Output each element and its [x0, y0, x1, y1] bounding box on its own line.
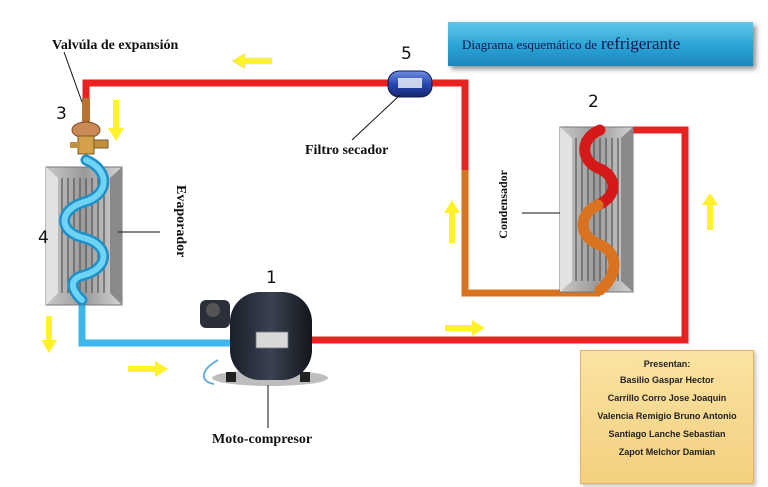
- credit-name: Basilio Gaspar Hector: [619, 375, 715, 385]
- arrow-evap-down: [41, 316, 57, 353]
- condenser-coil-hot: [579, 124, 619, 211]
- number-evaporator: 4: [38, 228, 49, 248]
- credit-name: Valencia Remigio Bruno Antonio: [597, 411, 737, 421]
- number-filter: 5: [401, 44, 412, 64]
- credit-name: Carrillo Corro Jose Joaquin: [607, 393, 727, 403]
- arrow-right-up: [702, 193, 718, 230]
- arrow-condenser-up: [444, 200, 460, 243]
- condenser-label: Condensador: [496, 170, 510, 239]
- condenser: [559, 124, 634, 296]
- arrow-top-left: [231, 52, 273, 70]
- credit-name: Santiago Lanche Sebastian: [608, 429, 726, 439]
- expansion-valve: [70, 98, 109, 155]
- arrow-valve-down: [108, 100, 124, 141]
- evaporator-label: Evaporador: [173, 185, 188, 258]
- filter-callout: [351, 94, 401, 141]
- evaporator: [45, 154, 123, 306]
- arrow-bottom-left: [128, 361, 168, 377]
- valve-callout: [63, 51, 83, 103]
- pipes: [78, 79, 689, 347]
- warm-pipe-down: [461, 170, 600, 297]
- compressor-label: Moto-compresor: [212, 432, 313, 447]
- filter-drier: [387, 70, 433, 98]
- compressor: [200, 292, 328, 386]
- hot-pipe-filter-out: [430, 79, 469, 170]
- filter-label: Filtro secador: [305, 143, 389, 158]
- credit-name: Zapot Melchor Damian: [618, 447, 716, 457]
- page-title: Diagrama esquemático de refrigerante: [462, 34, 680, 54]
- credits-panel: Presentan: Basilio Gaspar Hector Carrill…: [580, 350, 754, 484]
- cold-pipe: [78, 300, 232, 347]
- callout-lines: [63, 51, 560, 428]
- condenser-coil-warm: [577, 199, 620, 296]
- flow-arrows: [41, 52, 718, 377]
- title-part2: refrigerante: [601, 34, 681, 53]
- number-compressor: 1: [266, 268, 277, 288]
- title-part1: Diagrama esquemático de: [462, 37, 597, 52]
- valve-label: Valvúla de expansión: [52, 38, 179, 53]
- number-condenser: 2: [588, 92, 599, 112]
- hot-pipe-top: [82, 79, 392, 103]
- credits-heading: Presentan:: [643, 359, 691, 369]
- title-banner: Diagrama esquemático de refrigerante: [448, 22, 753, 66]
- arrow-bottom-mid: [445, 320, 485, 336]
- hot-pipe-condenser-loop: [312, 126, 689, 344]
- number-valve: 3: [56, 104, 67, 124]
